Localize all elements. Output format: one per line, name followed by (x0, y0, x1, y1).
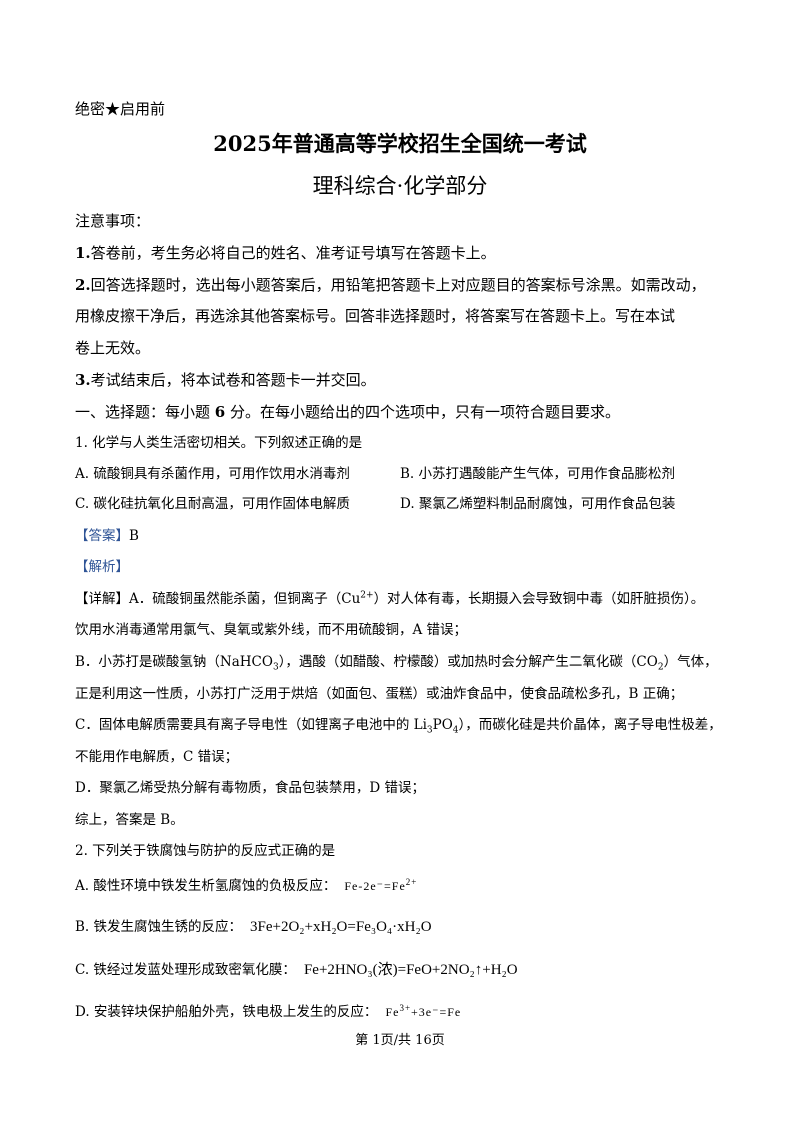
q1-option-b: B. 小苏打遇酸能产生气体，可用作食品膨松剂 (400, 466, 676, 482)
q2-option-c-formula: Fe+2HNO₃(浓)=FeO+2NO₂↑+H₂O (303, 962, 518, 978)
q2-option-a: A. 酸性环境中铁发生析氢腐蚀的负极反应： Fe-2e⁻=Fe2+ (75, 876, 417, 896)
detail-3-sub: 3 (272, 662, 279, 673)
q2-option-c-text: C. 铁经过发蓝处理形成致密氧化膜： (75, 962, 296, 978)
note-1-number: 1. (75, 244, 91, 262)
secret-label: 绝密★启用前 (75, 100, 166, 118)
answer-value: B (129, 528, 139, 544)
answer-tag: 【答案】 (75, 528, 129, 544)
q1-option-a: A. 硫酸铜具有杀菌作用，可用作饮用水消毒剂 (75, 466, 350, 482)
detail-3a: B．小苏打是碳酸氢钠（NaHCO (75, 654, 273, 670)
note-2-text-1: 回答选择题时，选出每小题答案后，用铅笔把答题卡上对应题目的答案标号涂黑。如需改动… (90, 276, 706, 294)
detail-3-sub2: 2 (657, 662, 664, 673)
q2-a-formula-main: Fe-2e⁻=Fe (344, 879, 406, 893)
q2-option-a-formula: Fe-2e⁻=Fe2+ (344, 877, 418, 894)
note-2-number: 2. (75, 276, 91, 294)
detail-line-4: 正是利用这一性质，小苏打广泛用于烘焙（如面包、蛋糕）或油炸食品中，使食品疏松多孔… (75, 686, 684, 702)
q2-option-c: C. 铁经过发蓝处理形成致密氧化膜： Fe+2HNO₃(浓)=FeO+2NO₂↑+… (75, 960, 518, 980)
exam-subtitle: 理科综合·化学部分 (312, 174, 488, 198)
detail-5c: ），而碳化硅是共价晶体，离子导电性极差， (458, 717, 722, 733)
detail-3b: ），遇酸（如醋酸、柠檬酸）或加热时会分解产生二氧化碳（CO (278, 654, 658, 670)
note-2-line-3: 卷上无效。 (75, 339, 151, 357)
note-1: 1.答卷前，考生务必将自己的姓名、准考证号填写在答题卡上。 (75, 243, 496, 263)
q2-d-formula-rest: +3e⁻=Fe (411, 1005, 462, 1019)
q1-stem: 1. 化学与人类生活密切相关。下列叙述正确的是 (75, 435, 363, 451)
detail-5-sub: 3 (426, 725, 433, 736)
q1-answer: 【答案】B (75, 526, 139, 546)
detail-5a: C．固体电解质需要具有离子导电性（如锂离子电池中的 Li (75, 717, 427, 733)
notes-heading: 注意事项： (75, 212, 151, 230)
detail-3c: ）气体， (663, 654, 718, 670)
detail-1b: ）对人体有毒，长期摄入会导致铜中毒（如肝脏损伤）。 (373, 591, 705, 607)
note-3-text: 考试结束后，将本试卷和答题卡一并交回。 (90, 371, 376, 389)
detail-line-6: 不能用作电解质，C 错误； (75, 749, 239, 765)
note-1-text: 答卷前，考生务必将自己的姓名、准考证号填写在答题卡上。 (90, 244, 496, 262)
q2-stem: 2. 下列关于铁腐蚀与防护的反应式正确的是 (75, 843, 336, 859)
q2-option-d-formula: Fe3++3e⁻=Fe (385, 1003, 462, 1020)
detail-line-8: 综上，答案是 B。 (75, 812, 184, 828)
note-3-number: 3. (75, 371, 91, 389)
section-heading-pre: 一、选择题：每小题 (75, 403, 215, 421)
q2-a-formula-sup: 2+ (405, 877, 418, 887)
section-score: 6 (214, 403, 226, 421)
detail-5b: PO (432, 717, 453, 733)
detail-5-sub2: 4 (452, 725, 459, 736)
detail-1-sup: 2+ (360, 590, 374, 601)
q2-option-b-text: B. 铁发生腐蚀生锈的反应： (75, 919, 243, 935)
detail-line-2: 饮用水消毒通常用氯气、臭氧或紫外线，而不用硫酸铜，A 错误； (75, 622, 468, 638)
section-heading: 一、选择题：每小题 6 分。在每小题给出的四个选项中，只有一项符合题目要求。 (75, 402, 620, 422)
q2-option-b: B. 铁发生腐蚀生锈的反应： 3Fe+2O₂+xH₂O=Fe₃O₄·xH₂O (75, 917, 432, 937)
note-2-line-1: 2.回答选择题时，选出每小题答案后，用铅笔把答题卡上对应题目的答案标号涂黑。如需… (75, 275, 706, 295)
analysis-tag: 【解析】 (75, 559, 129, 575)
q1-option-d: D. 聚氯乙烯塑料制品耐腐蚀，可用作食品包装 (400, 496, 676, 512)
page-footer: 第 1页/共 16页 (355, 1033, 445, 1048)
detail-line-3: B．小苏打是碳酸氢钠（NaHCO3），遇酸（如醋酸、柠檬酸）或加热时会分解产生二… (75, 652, 718, 672)
detail-tag: 【详解】 (75, 591, 129, 607)
q2-option-d-text: D. 安装锌块保护船舶外壳，铁电极上发生的反应： (75, 1004, 378, 1020)
q2-option-b-formula: 3Fe+2O₂+xH₂O=Fe₃O₄·xH₂O (250, 919, 432, 935)
detail-1a: A．硫酸铜虽然能杀菌，但铜离子（Cu (129, 591, 361, 607)
section-heading-post: 分。在每小题给出的四个选项中，只有一项符合题目要求。 (225, 403, 620, 421)
q2-option-a-text: A. 酸性环境中铁发生析氢腐蚀的负极反应： (75, 878, 337, 894)
note-3: 3.考试结束后，将本试卷和答题卡一并交回。 (75, 370, 376, 390)
exam-title: 2025年普通高等学校招生全国统一考试 (213, 131, 587, 156)
q2-d-formula-main: Fe (385, 1005, 400, 1019)
detail-line-1: 【详解】A．硫酸铜虽然能杀菌，但铜离子（Cu2+）对人体有毒，长期摄入会导致铜中… (75, 589, 704, 609)
q2-option-d: D. 安装锌块保护船舶外壳，铁电极上发生的反应： Fe3++3e⁻=Fe (75, 1002, 461, 1022)
detail-line-5: C．固体电解质需要具有离子导电性（如锂离子电池中的 Li3PO4），而碳化硅是共… (75, 715, 722, 735)
q2-d-formula-sup: 3+ (399, 1003, 412, 1013)
detail-line-7: D．聚氯乙烯受热分解有毒物质，食品包装禁用，D 错误； (75, 780, 425, 796)
q1-option-c: C. 碳化硅抗氧化且耐高温，可用作固体电解质 (75, 496, 350, 512)
note-2-line-2: 用橡皮擦干净后，再选涂其他答案标号。回答非选择题时，将答案写在答题卡上。写在本试 (75, 307, 676, 325)
